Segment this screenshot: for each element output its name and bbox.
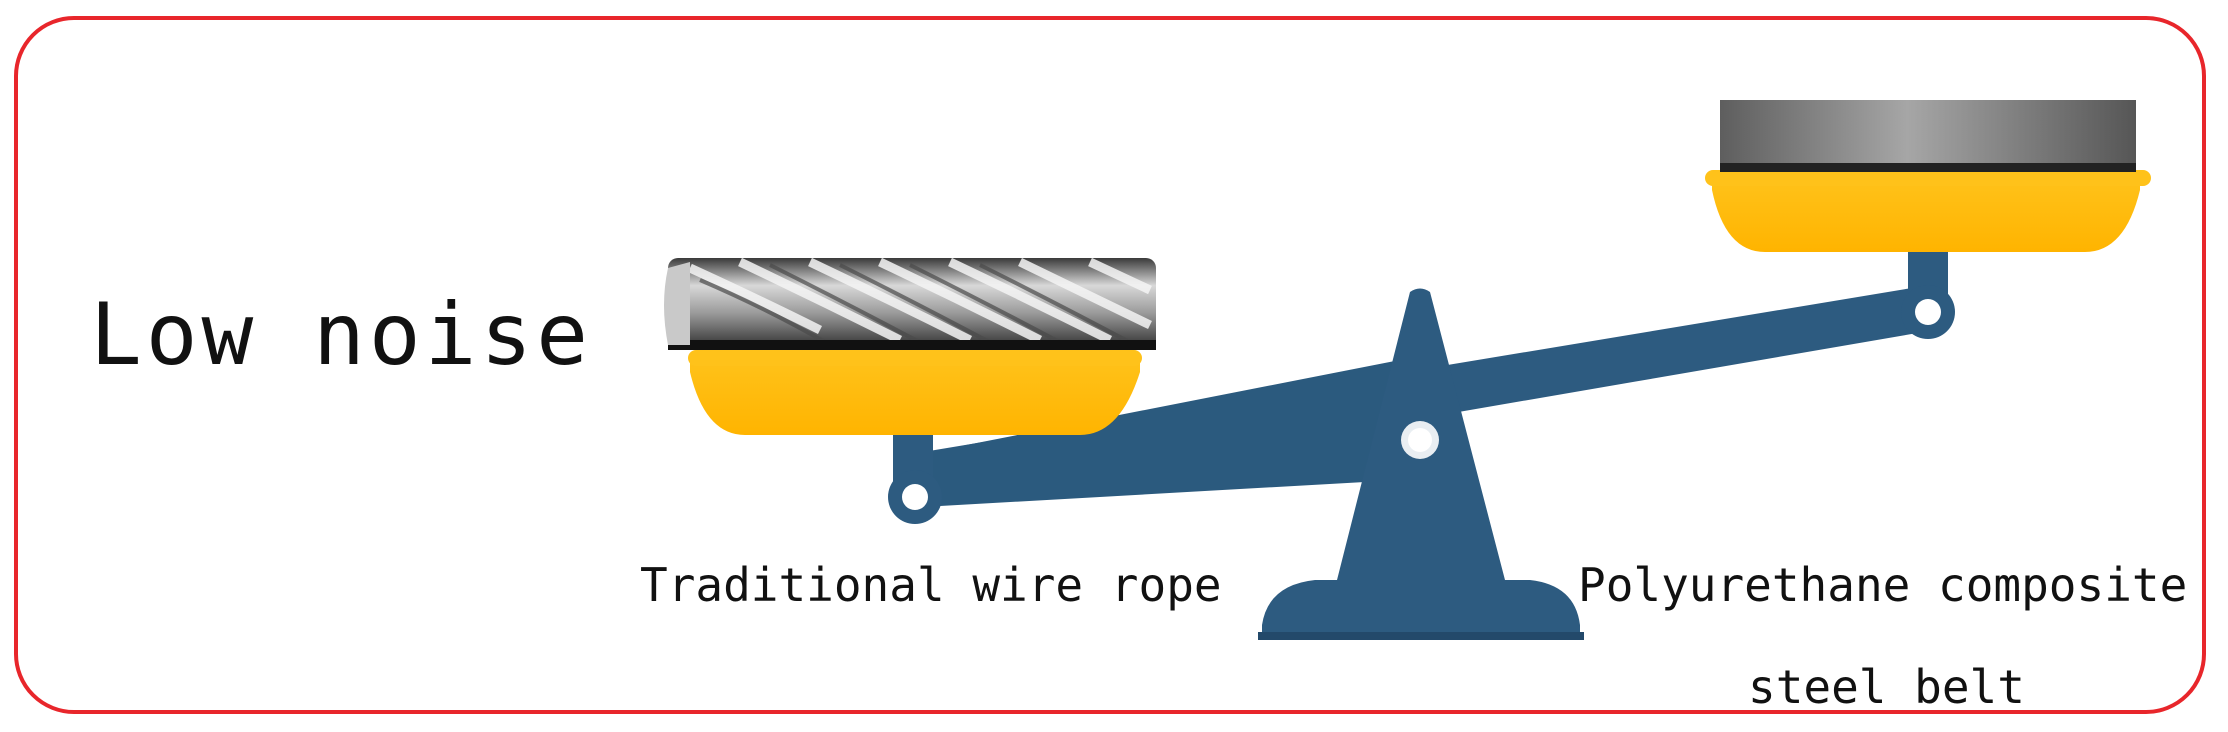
right-pan-hanger (1901, 244, 1955, 339)
left-pan-hanger (888, 430, 942, 524)
wire-rope-sample (664, 257, 1156, 350)
scale-stand (1258, 288, 1584, 640)
heading-low-noise: Low noise (90, 285, 592, 385)
label-steel-belt: steel belt (1748, 660, 2025, 714)
rounded-frame (14, 16, 2206, 714)
label-traditional-wire-rope: Traditional wire rope (640, 558, 1222, 612)
left-pan (688, 350, 1142, 435)
label-polyurethane-composite: Polyurethane composite (1578, 558, 2188, 612)
steel-belt-sample (1720, 100, 2136, 172)
right-pan (1705, 170, 2151, 252)
